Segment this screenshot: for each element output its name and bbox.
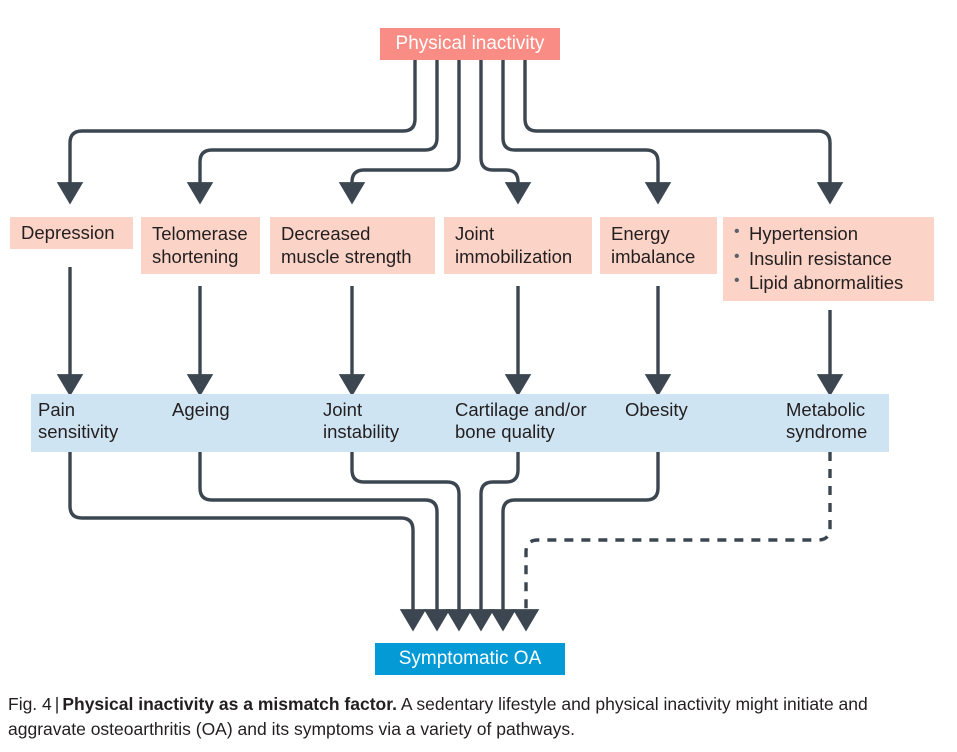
node-energy-imbalance[interactable]: Energy imbalance <box>600 217 717 274</box>
node-decreased-muscle-strength-label: Decreased muscle strength <box>281 223 412 267</box>
node-telomerase-shortening-label: Telomerase shortening <box>152 223 248 267</box>
connector-lines <box>56 60 844 632</box>
node-energy-imbalance-label: Energy imbalance <box>611 223 696 267</box>
node-metabolic-risk-factors[interactable]: Hypertension Insulin resistance Lipid ab… <box>723 217 934 301</box>
node-symptomatic-oa-label: Symptomatic OA <box>398 647 542 669</box>
node-obesity[interactable]: Obesity <box>625 399 688 420</box>
node-joint-immobilization-label: Joint immobilization <box>455 223 573 267</box>
list-item: Lipid abnormalities <box>734 270 903 296</box>
caption-separator: | <box>54 694 60 714</box>
node-pain-sensitivity[interactable]: Pain sensitivity <box>38 399 119 443</box>
node-ageing[interactable]: Ageing <box>172 399 230 420</box>
caption-title: Physical inactivity as a mismatch factor… <box>62 694 397 714</box>
node-joint-immobilization[interactable]: Joint immobilization <box>444 217 592 274</box>
node-depression-label: Depression <box>21 221 115 243</box>
list-item: Insulin resistance <box>734 246 903 272</box>
node-decreased-muscle-strength[interactable]: Decreased muscle strength <box>270 217 435 274</box>
node-joint-instability[interactable]: Joint instability <box>323 399 400 443</box>
node-metabolic-syndrome[interactable]: Metabolic syndrome <box>786 399 868 443</box>
node-physical-inactivity[interactable]: Physical inactivity <box>380 28 560 60</box>
node-symptomatic-oa[interactable]: Symptomatic OA <box>375 643 565 675</box>
node-depression[interactable]: Depression <box>10 217 133 249</box>
node-telomerase-shortening[interactable]: Telomerase shortening <box>141 217 260 274</box>
figure-diagram: Physical inactivity Depression Telomeras… <box>0 0 957 685</box>
node-cartilage-bone-quality[interactable]: Cartilage and/or bone quality <box>455 399 587 443</box>
node-physical-inactivity-label: Physical inactivity <box>395 32 545 54</box>
caption-body: A sedentary lifestyle and physical inact… <box>8 694 868 739</box>
list-item: Hypertension <box>734 221 903 247</box>
mediator-band <box>31 394 889 452</box>
caption-figure-number: Fig. 4 <box>8 694 52 714</box>
figure-caption: Fig. 4|Physical inactivity as a mismatch… <box>8 692 938 742</box>
metabolic-risk-factor-list: Hypertension Insulin resistance Lipid ab… <box>734 221 903 296</box>
